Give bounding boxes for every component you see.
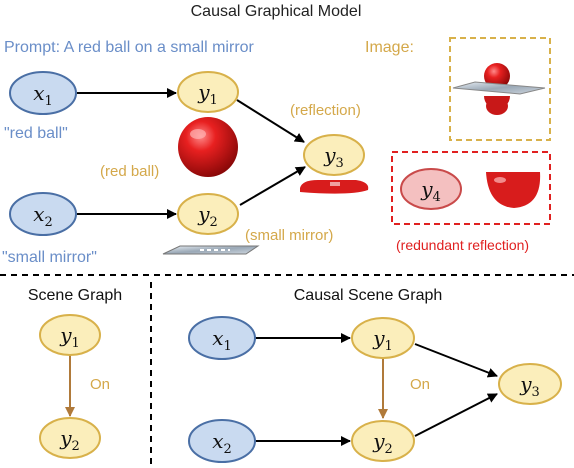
svg-text:y1: y1	[372, 326, 393, 354]
svg-text:y2: y2	[372, 429, 393, 457]
causal-node-y3: y3	[498, 363, 562, 405]
node-y2: y2	[177, 193, 239, 235]
red-ball-label: (red ball)	[100, 163, 159, 180]
reflection-label: (reflection)	[290, 102, 361, 119]
edge-y2-y3	[239, 166, 306, 206]
causal-relation-label: On	[410, 376, 430, 393]
edge-y1-y3	[236, 99, 305, 143]
svg-text:x2: x2	[212, 429, 232, 457]
node-y1: y1	[177, 71, 239, 113]
scene-graph-node-y1: y1	[39, 314, 101, 356]
svg-text:x1: x1	[212, 326, 232, 354]
red-ball-image	[178, 117, 238, 177]
reflection-image	[300, 180, 369, 194]
small-mirror-label: (small mirror)	[245, 227, 333, 244]
small-mirror-image	[162, 245, 260, 255]
small-mirror-quote-label: "small mirror"	[2, 249, 97, 266]
image-box	[449, 37, 551, 141]
node-y3: y3	[303, 134, 365, 176]
causal-scene-graph-title: Causal Scene Graph	[294, 287, 443, 304]
red-ball-quote-label: "red ball"	[4, 125, 68, 142]
node-x1: x1	[9, 71, 77, 115]
svg-text:y2: y2	[197, 202, 218, 230]
causal-node-y2: y2	[351, 420, 415, 462]
prompt-label: Prompt: A red ball on a small mirror	[4, 39, 255, 56]
causal-node-y1: y1	[351, 317, 415, 359]
svg-text:y3: y3	[519, 372, 540, 400]
redundant-reflection-label: (redundant reflection)	[396, 237, 529, 253]
redundant-reflection-image	[486, 172, 541, 208]
causal-edge-y1-y3	[414, 343, 498, 378]
causal-edge-y2-y3	[414, 393, 498, 437]
svg-text:y3: y3	[323, 143, 344, 171]
node-x2: x2	[9, 192, 77, 236]
svg-text:x1: x1	[33, 81, 53, 109]
causal-node-x1: x1	[188, 316, 256, 360]
scene-graph-relation-label: On	[90, 376, 110, 393]
image-label: Image:	[365, 39, 414, 56]
svg-text:y1: y1	[197, 80, 218, 108]
svg-text:x2: x2	[33, 202, 53, 230]
image-thumbnail	[452, 63, 546, 115]
svg-text:y4: y4	[420, 177, 441, 205]
redundant-reflection-box	[391, 151, 551, 225]
svg-text:y2: y2	[59, 426, 80, 454]
diagram-title: Causal Graphical Model	[191, 3, 362, 20]
causal-node-x2: x2	[188, 419, 256, 463]
scene-graph-node-y2: y2	[39, 417, 101, 459]
svg-text:y1: y1	[59, 323, 80, 351]
node-y4: y4	[400, 168, 462, 210]
scene-graph-title: Scene Graph	[28, 287, 122, 304]
